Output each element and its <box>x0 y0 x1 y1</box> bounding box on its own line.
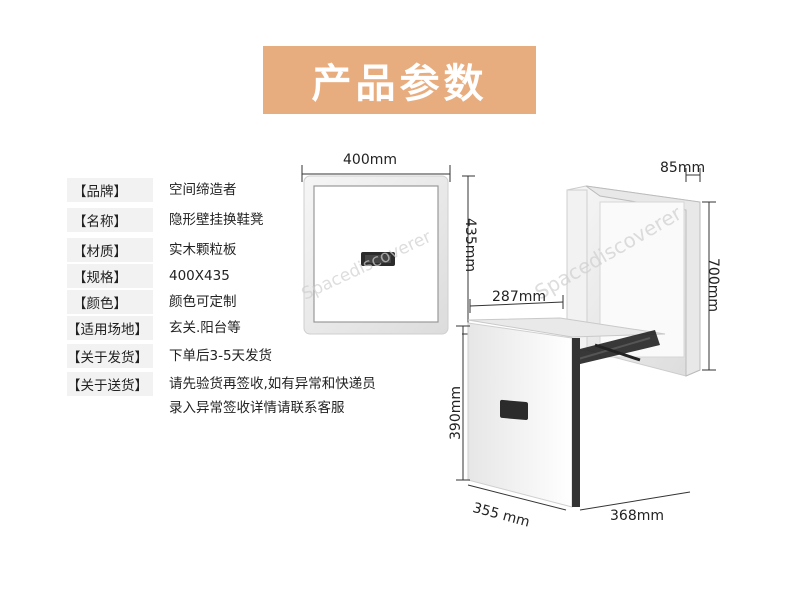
spec-value: 400X435 <box>169 268 230 284</box>
seat-handle <box>500 399 528 421</box>
dim-seat-height: 390mm <box>448 386 464 440</box>
spec-value: 实木颗粒板 <box>169 242 237 258</box>
dim-seat-depth: 287mm <box>492 289 546 305</box>
title-banner: 产品参数 <box>263 46 536 114</box>
spec-key: 【适用场地】 <box>67 316 153 340</box>
spec-value: 隐形壁挂换鞋凳 <box>169 212 264 228</box>
dim-front-width: 400mm <box>343 152 397 168</box>
spec-value: 颜色可定制 <box>169 294 237 310</box>
spec-key: 【颜色】 <box>67 290 153 314</box>
spec-key: 【规格】 <box>67 264 153 288</box>
front-view <box>301 165 475 335</box>
spec-key: 【品牌】 <box>67 178 153 202</box>
dim-depth-top: 85mm <box>660 160 706 176</box>
spec-key: 【名称】 <box>67 208 153 232</box>
dim-front-height: 435mm <box>462 218 478 272</box>
open-view <box>456 168 716 511</box>
spec-key: 【关于送货】 <box>67 372 153 396</box>
spec-value-line2: 录入异常签收详情请联系客服 <box>169 400 345 416</box>
spec-value: 玄关.阳台等 <box>169 320 241 336</box>
spec-key: 【关于发货】 <box>67 344 153 368</box>
spec-value: 空间缔造者 <box>169 182 237 198</box>
page-title: 产品参数 <box>311 61 488 107</box>
spec-key: 【材质】 <box>67 238 153 262</box>
spec-value: 请先验货再签收,如有异常和快递员 <box>169 376 376 392</box>
dim-bottom-width: 368mm <box>610 508 664 524</box>
spec-value: 下单后3-5天发货 <box>169 348 273 364</box>
dim-total-height: 700mm <box>705 258 721 312</box>
